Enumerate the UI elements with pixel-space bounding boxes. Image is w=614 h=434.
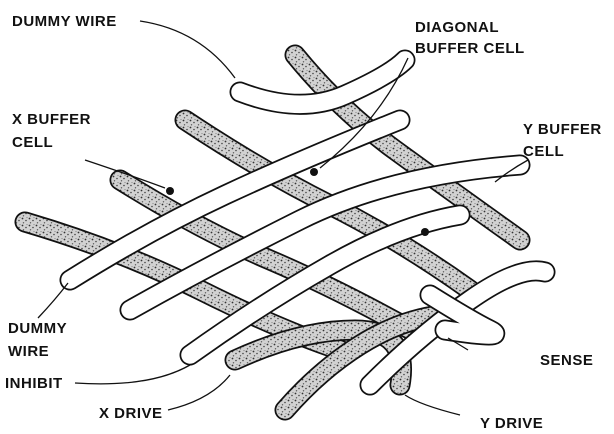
- label-x-buffer-cell-line2: CELL: [12, 134, 53, 151]
- label-sense: SENSE: [540, 352, 593, 369]
- label-inhibit: INHIBIT: [5, 375, 63, 392]
- label-dummy-wire-left-line2: WIRE: [8, 343, 49, 360]
- label-y-buffer-cell-line2: CELL: [523, 143, 564, 160]
- label-diagonal-buffer-cell-line2: BUFFER CELL: [415, 40, 525, 57]
- diagonal-buffer-cell-dot: [310, 168, 318, 176]
- x-buffer-cell-dot: [166, 187, 174, 195]
- label-dummy-wire-top: DUMMY WIRE: [12, 13, 117, 30]
- label-y-buffer-cell-line1: Y BUFFER: [523, 121, 602, 138]
- label-x-buffer-cell-line1: X BUFFER: [12, 111, 91, 128]
- label-y-drive: Y DRIVE: [480, 415, 543, 432]
- label-diagonal-buffer-cell-line1: DIAGONAL: [415, 19, 499, 36]
- y-buffer-cell-dot: [421, 228, 429, 236]
- label-x-drive: X DRIVE: [99, 405, 163, 422]
- label-dummy-wire-left-line1: DUMMY: [8, 320, 67, 337]
